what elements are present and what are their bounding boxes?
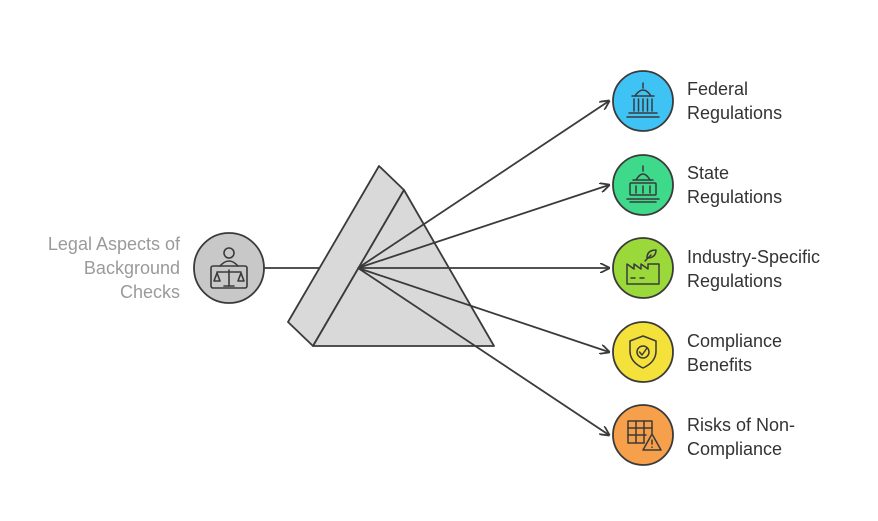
capitol-building-icon xyxy=(626,82,660,118)
node-compliance-benefits xyxy=(612,321,674,383)
federal-regulations-label: Federal Regulations xyxy=(687,77,872,125)
state-circle xyxy=(612,154,674,216)
label-line: Industry-Specific xyxy=(687,247,821,267)
prism xyxy=(287,165,495,347)
compliance-benefits-label: Compliance Benefits xyxy=(687,329,872,377)
node-industry-specific-regulations xyxy=(612,237,674,299)
label-line: Regulations xyxy=(687,187,783,207)
label-line: Compliance xyxy=(687,439,783,459)
source-label-line: Legal Aspects of xyxy=(47,234,180,254)
label-line: State xyxy=(687,163,730,183)
grid-warning-icon xyxy=(627,420,662,451)
scales-of-justice-icon xyxy=(210,247,248,289)
label-line: Benefits xyxy=(687,355,753,375)
source-label-line: Background xyxy=(83,258,180,278)
beam-4 xyxy=(357,267,609,352)
benefits-circle xyxy=(612,321,674,383)
node-state-regulations xyxy=(612,154,674,216)
industry-specific-regulations-label: Industry-Specific Regulations xyxy=(687,245,872,293)
eco-factory-icon xyxy=(626,249,660,285)
outgoing-beams xyxy=(357,101,609,435)
node-risks-of-non-compliance xyxy=(612,404,674,466)
source-circle xyxy=(193,232,265,304)
risks-of-non-compliance-label: Risks of Non- Compliance xyxy=(687,413,872,461)
state-capitol-icon xyxy=(626,165,660,203)
label-line: Compliance xyxy=(687,331,783,351)
shield-check-icon xyxy=(629,335,657,369)
label-line: Risks of Non- xyxy=(687,415,796,435)
source-label-line: Checks xyxy=(119,282,180,302)
node-federal-regulations xyxy=(612,70,674,132)
state-regulations-label: State Regulations xyxy=(687,161,872,209)
label-line: Federal xyxy=(687,79,749,99)
beam-2 xyxy=(357,185,609,269)
label-line: Regulations xyxy=(687,271,783,291)
beam-1 xyxy=(357,101,609,269)
source-label: Legal Aspects of Background Checks xyxy=(10,232,180,304)
industry-circle xyxy=(612,237,674,299)
beam-5 xyxy=(357,267,609,435)
source-node xyxy=(193,232,265,304)
label-line: Regulations xyxy=(687,103,783,123)
